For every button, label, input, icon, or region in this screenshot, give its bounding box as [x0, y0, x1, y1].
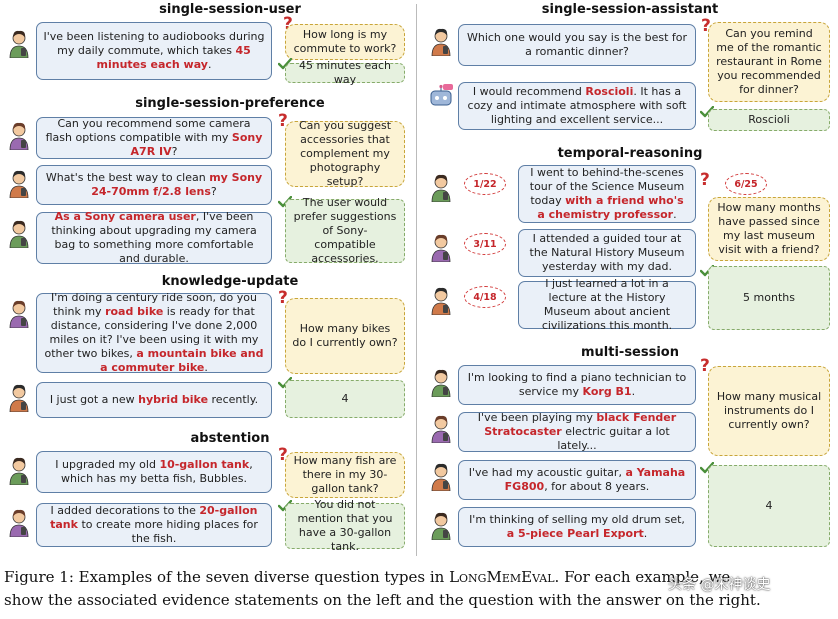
question-mark-icon: ?	[700, 356, 710, 376]
user-avatar-icon	[430, 26, 452, 57]
question-mark-icon: ?	[700, 170, 710, 190]
question-mark-icon: ?	[278, 445, 288, 465]
user-avatar-icon	[8, 120, 30, 151]
evidence-text: I upgraded my old 10-gallon tank, which …	[55, 458, 253, 485]
evidence-text: I'm thinking of selling my old drum set,…	[469, 513, 685, 540]
evidence-bubble: I attended a guided tour at the Natural …	[518, 229, 696, 277]
date-badge: 4/18	[464, 286, 506, 308]
evidence-text: I've been listening to audiobooks during…	[43, 30, 265, 71]
answer-box: Roscioli	[708, 109, 830, 131]
evidence-text: I've been playing my black Fender Strato…	[477, 411, 677, 452]
evidence-bubble: I've been playing my black Fender Strato…	[458, 411, 696, 452]
section-title-single-session-preference: single-session-preference	[135, 96, 325, 111]
answer-box: 4	[285, 380, 405, 418]
question-mark-icon: ?	[278, 288, 288, 308]
user-avatar-icon	[430, 367, 452, 398]
section-title-knowledge-update: knowledge-update	[161, 274, 299, 289]
evidence-bubble: I just learned a lot in a lecture at the…	[518, 277, 696, 332]
user-avatar-icon	[430, 413, 452, 444]
evidence-text: I went to behind-the-scenes tour of the …	[529, 166, 685, 221]
question-box: Can you remind me of the romantic restau…	[708, 22, 830, 102]
answer-box: You did not mention that you have a 30-g…	[285, 498, 405, 553]
check-icon	[277, 55, 293, 74]
user-avatar-icon	[8, 28, 30, 59]
evidence-bubble: I'm doing a century ride soon, do you th…	[36, 291, 272, 374]
user-avatar-icon	[430, 232, 452, 263]
evidence-text: What's the best way to clean my Sony 24-…	[45, 171, 263, 198]
question-mark-icon: ?	[278, 111, 288, 131]
user-avatar-icon	[8, 218, 30, 249]
evidence-text: Can you recommend some camera flash opti…	[45, 117, 263, 158]
evidence-text: As a Sony camera user, I've been thinkin…	[51, 210, 257, 265]
question-box: How long is my commute to work?	[285, 24, 405, 60]
question-box: How many bikes do I currently own?	[285, 298, 405, 374]
evidence-bubble: Which one would you say is the best for …	[458, 24, 696, 66]
user-avatar-icon	[430, 461, 452, 492]
evidence-text: I just got a new hybrid bike recently.	[49, 393, 259, 406]
evidence-bubble: I've been listening to audiobooks during…	[36, 22, 272, 80]
user-avatar-icon	[430, 172, 452, 203]
question-box: Can you suggest accessories that complem…	[285, 119, 405, 188]
watermark-text: 头条 @宋神谈史	[668, 577, 771, 593]
figure-caption-line-1: Figure 1: Examples of the seven diverse …	[4, 568, 731, 586]
user-avatar-icon	[8, 382, 30, 413]
evidence-bubble: What's the best way to clean my Sony 24-…	[36, 165, 272, 205]
date-badge: 6/25	[725, 173, 767, 195]
user-avatar-icon	[8, 168, 30, 199]
user-avatar-icon	[8, 507, 30, 538]
user-avatar-icon	[430, 285, 452, 316]
question-box: How many fish are there in my 30-gallon …	[285, 452, 405, 498]
evidence-text: I'm looking to find a piano technician t…	[467, 371, 687, 398]
robot-avatar-icon	[428, 84, 453, 114]
evidence-bubble: I'm looking to find a piano technician t…	[458, 365, 696, 405]
evidence-bubble: As a Sony camera user, I've been thinkin…	[36, 210, 272, 265]
question-box: How many musical instruments do I curren…	[708, 366, 830, 456]
user-avatar-icon	[8, 298, 30, 329]
section-title-abstention: abstention	[190, 431, 270, 446]
evidence-bubble: I would recommend Roscioli. It has a coz…	[458, 82, 696, 130]
user-avatar-icon	[8, 455, 30, 486]
evidence-bubble: I'm thinking of selling my old drum set,…	[458, 507, 696, 547]
evidence-text: I added decorations to the 20-gallon tan…	[50, 504, 258, 545]
answer-box: 4	[708, 465, 830, 547]
question-mark-icon: ?	[701, 16, 711, 36]
evidence-bubble: I upgraded my old 10-gallon tank, which …	[36, 451, 272, 493]
column-divider	[416, 4, 417, 556]
answer-box: 5 months	[708, 266, 830, 330]
evidence-bubble: I added decorations to the 20-gallon tan…	[36, 503, 272, 547]
section-title-single-session-user: single-session-user	[159, 2, 301, 17]
question-mark-icon: ?	[283, 14, 293, 34]
evidence-bubble: I went to behind-the-scenes tour of the …	[518, 165, 696, 223]
figure-caption-line-2: show the associated evidence statements …	[4, 591, 761, 609]
section-title-single-session-assistant: single-session-assistant	[541, 2, 719, 17]
answer-box: The user would prefer suggestions of Son…	[285, 196, 405, 265]
evidence-bubble: I've had my acoustic guitar, a Yamaha FG…	[458, 460, 696, 500]
section-title-multi-session: multi-session	[581, 345, 679, 360]
question-box: How many months have passed since my las…	[708, 197, 830, 261]
date-badge: 1/22	[464, 173, 506, 195]
evidence-bubble: I just got a new hybrid bike recently.	[36, 382, 272, 418]
section-title-temporal-reasoning: temporal-reasoning	[557, 146, 703, 161]
evidence-text: I would recommend Roscioli. It has a coz…	[467, 85, 687, 126]
evidence-text: I've had my acoustic guitar, a Yamaha FG…	[468, 466, 686, 493]
answer-box: 45 minutes each way	[285, 59, 405, 86]
evidence-text: I'm doing a century ride soon, do you th…	[44, 291, 264, 374]
user-avatar-icon	[430, 510, 452, 541]
date-badge: 3/11	[464, 233, 506, 255]
evidence-bubble: Can you recommend some camera flash opti…	[36, 117, 272, 159]
